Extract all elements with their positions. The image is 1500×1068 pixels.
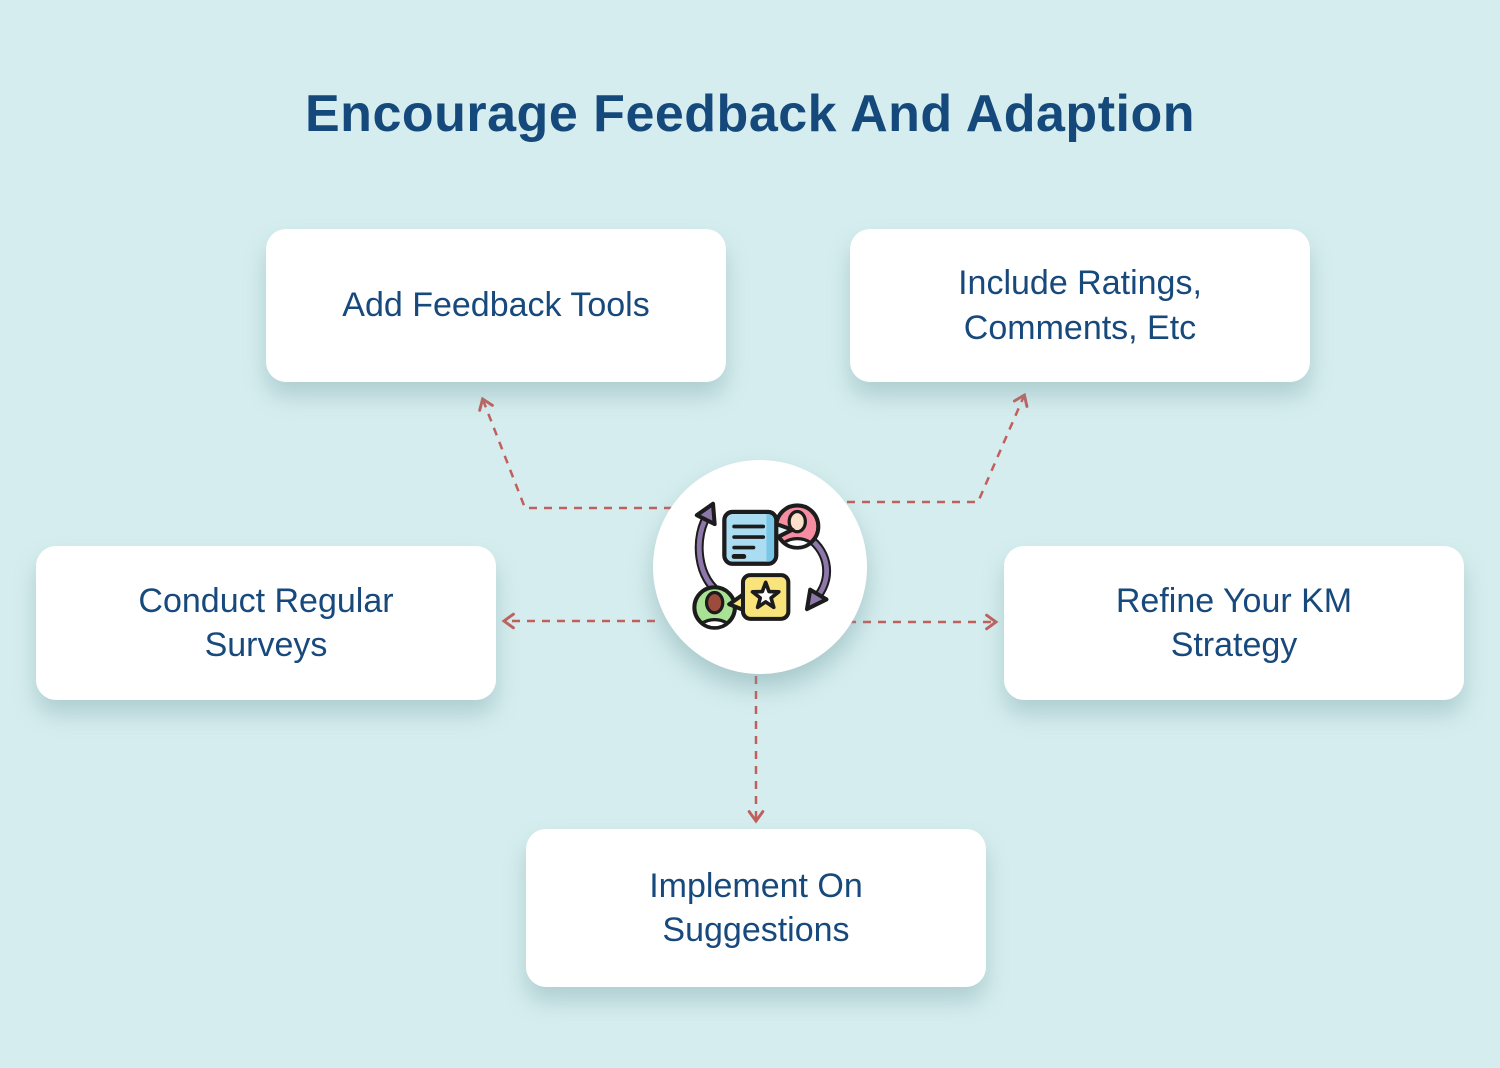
connector-to-include-ratings	[847, 396, 1024, 504]
page-title: Encourage Feedback And Adaption	[305, 85, 1195, 143]
cycle-arrow-left-icon	[694, 501, 728, 599]
node-include-ratings: Include Ratings, Comments, Etc	[850, 229, 1310, 382]
user-pink-icon	[774, 503, 821, 550]
node-implement-suggestions: Implement On Suggestions	[526, 829, 986, 987]
node-label: Add Feedback Tools	[342, 286, 650, 325]
cycle-arrow-right-icon	[804, 533, 832, 612]
node-label: Conduct Regular Surveys	[138, 581, 394, 664]
center-hub	[653, 460, 867, 674]
node-label: Refine Your KM Strategy	[1115, 581, 1353, 664]
node-label: Include Ratings, Comments, Etc	[958, 264, 1202, 347]
user-green-icon	[692, 585, 737, 630]
rating-star-icon	[727, 573, 791, 621]
node-add-feedback-tools: Add Feedback Tools	[266, 229, 726, 382]
node-conduct-surveys: Conduct Regular Surveys	[36, 546, 496, 700]
node-label: Implement On Suggestions	[649, 866, 863, 949]
feedback-cycle-icon	[692, 501, 832, 630]
chat-message-icon	[722, 509, 795, 566]
connector-to-add-feedback-tools	[483, 400, 672, 510]
node-refine-km: Refine Your KM Strategy	[1004, 546, 1464, 700]
